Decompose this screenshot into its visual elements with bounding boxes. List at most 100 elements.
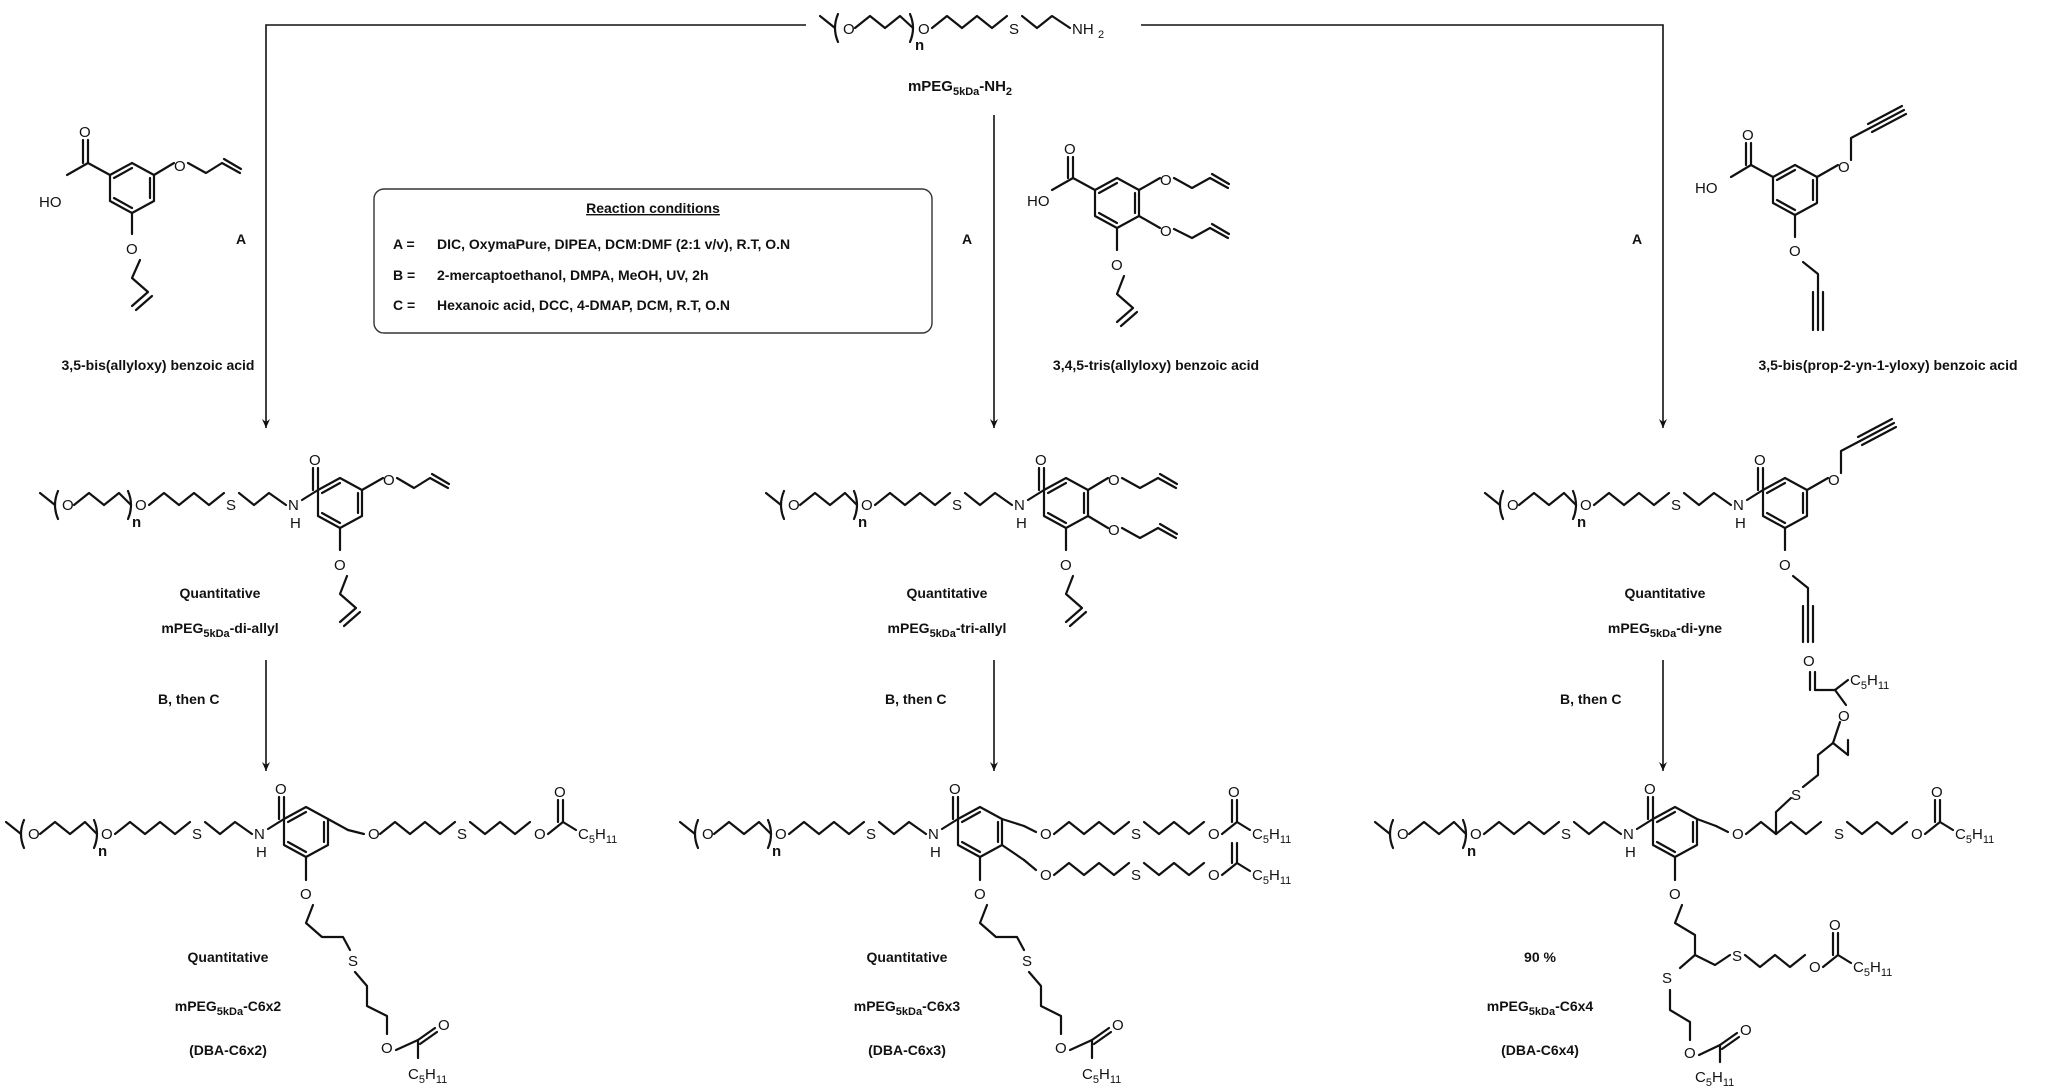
atom-n: N: [1014, 497, 1025, 514]
intermediate-diyne-name: mPEG5kDa-di-yne: [1608, 620, 1722, 640]
atom-o: O: [1809, 959, 1821, 976]
step-label-a-center: A: [962, 231, 972, 247]
start-material-name: mPEG5kDa-NH2: [908, 78, 1012, 98]
reagent-diallyl-structure: O HO O O: [39, 124, 243, 312]
atom-n-repeat: n: [915, 37, 924, 54]
product-c6x2-yield: Quantitative: [188, 949, 269, 965]
atom-ho: HO: [39, 194, 62, 211]
atom-s: S: [1671, 497, 1681, 514]
atom-o: O: [1803, 653, 1815, 670]
atom-o: O: [788, 497, 800, 514]
atom-h: H: [1735, 515, 1746, 532]
atom-c5h11: C5H11: [1082, 1066, 1121, 1086]
atom-c5h11: C5H11: [1695, 1069, 1734, 1089]
atom-c5h11: C5H11: [1955, 826, 1994, 846]
start-material-structure: O n O S NH 2: [818, 12, 1104, 54]
atom-o: O: [775, 826, 787, 843]
atom-o: O: [949, 781, 961, 798]
conditions-text-b: 2-mercaptoethanol, DMPA, MeOH, UV, 2h: [437, 267, 709, 283]
intermediate-triallyl-structure: O n O S N H O O O O: [764, 452, 1179, 628]
atom-o: O: [1160, 223, 1172, 240]
atom-o: O: [381, 1040, 393, 1057]
atom-n-repeat: n: [1577, 514, 1586, 531]
atom-o: O: [174, 158, 186, 175]
atom-s: S: [866, 826, 876, 843]
atom-o: O: [534, 826, 546, 843]
atom-c5h11: C5H11: [1853, 959, 1892, 979]
atom-o: O: [974, 886, 986, 903]
atom-o: O: [1208, 826, 1220, 843]
atom-o: O: [1111, 257, 1123, 274]
atom-o: O: [1060, 557, 1072, 574]
atom-o: O: [1160, 172, 1172, 189]
reagent-triallyl-structure: O HO O O O: [1027, 141, 1231, 328]
atom-o: O: [702, 826, 714, 843]
atom-o: O: [1779, 557, 1791, 574]
atom-o: O: [1838, 708, 1850, 725]
conditions-key-a: A =: [393, 236, 415, 252]
atom-h: H: [930, 844, 941, 861]
intermediate-diyne-structure: O n O S N H O O O: [1483, 417, 1898, 644]
intermediate-diallyl-structure: O n O S N H O O O: [38, 452, 451, 628]
atom-c5h11: C5H11: [1850, 672, 1889, 692]
atom-c5h11: C5H11: [578, 826, 617, 846]
atom-o: O: [28, 826, 40, 843]
atom-o: O: [368, 826, 380, 843]
atom-o: O: [1055, 1040, 1067, 1057]
atom-n: N: [1623, 826, 1634, 843]
atom-o: O: [334, 557, 346, 574]
atom-c5h11: C5H11: [1252, 867, 1291, 887]
atom-s: S: [226, 497, 236, 514]
atom-s: S: [1022, 953, 1032, 970]
atom-o: O: [1108, 472, 1120, 489]
atom-n: N: [1733, 497, 1744, 514]
product-c6x2-structure: O n O S N H O O S O: [4, 781, 617, 1086]
atom-o: O: [1742, 127, 1754, 144]
atom-o: O: [861, 497, 873, 514]
product-c6x3-yield: Quantitative: [867, 949, 948, 965]
product-c6x4-structure: O n O S N H O O S O O O C5H11 S: [1373, 653, 1994, 1089]
atom-o: O: [1035, 452, 1047, 469]
atom-s: S: [192, 826, 202, 843]
atom-n: N: [254, 826, 265, 843]
reagent-diallyl-name: 3,5-bis(allyloxy) benzoic acid: [62, 357, 255, 373]
atom-o: O: [1789, 243, 1801, 260]
atom-n: N: [288, 497, 299, 514]
product-c6x3-structure: O n O S N H O O S O O C5H11 O S: [678, 781, 1291, 1086]
atom-nh2-sub: 2: [1098, 29, 1104, 41]
atom-s: S: [1131, 826, 1141, 843]
intermediate-diallyl-name: mPEG5kDa-di-allyl: [161, 620, 278, 640]
product-c6x3-alias: (DBA-C6x3): [868, 1042, 946, 1058]
atom-o: O: [101, 826, 113, 843]
atom-o: O: [275, 781, 287, 798]
atom-n-repeat: n: [1467, 843, 1476, 860]
conditions-title: Reaction conditions: [586, 200, 720, 216]
atom-o: O: [1684, 1045, 1696, 1062]
atom-o: O: [126, 241, 138, 258]
atom-o: O: [383, 472, 395, 489]
atom-ho: HO: [1695, 180, 1718, 197]
reagent-triallyl-name: 3,4,5-tris(allyloxy) benzoic acid: [1053, 357, 1259, 373]
atom-o: O: [554, 784, 566, 801]
atom-o: O: [1732, 826, 1744, 843]
atom-o: O: [1828, 472, 1840, 489]
atom-h: H: [256, 844, 267, 861]
atom-o: O: [1754, 452, 1766, 469]
atom-o: O: [1507, 497, 1519, 514]
atom-o: O: [1838, 159, 1850, 176]
intermediate-triallyl-name: mPEG5kDa-tri-allyl: [888, 620, 1007, 640]
atom-o: O: [918, 21, 930, 38]
atom-s: S: [1131, 867, 1141, 884]
atom-o: O: [843, 21, 855, 38]
atom-o: O: [1040, 867, 1052, 884]
atom-o: O: [79, 124, 91, 141]
reagent-diyne-structure: O HO O O: [1695, 104, 1908, 332]
atom-o: O: [1931, 784, 1943, 801]
atom-o: O: [1911, 826, 1923, 843]
conditions-text-c: Hexanoic acid, DCC, 4-DMAP, DCM, R.T, O.…: [437, 297, 730, 313]
atom-c5h11: C5H11: [408, 1066, 447, 1086]
product-c6x4-yield: 90 %: [1524, 949, 1556, 965]
atom-o: O: [62, 497, 74, 514]
intermediate-diyne-yield: Quantitative: [1625, 585, 1706, 601]
